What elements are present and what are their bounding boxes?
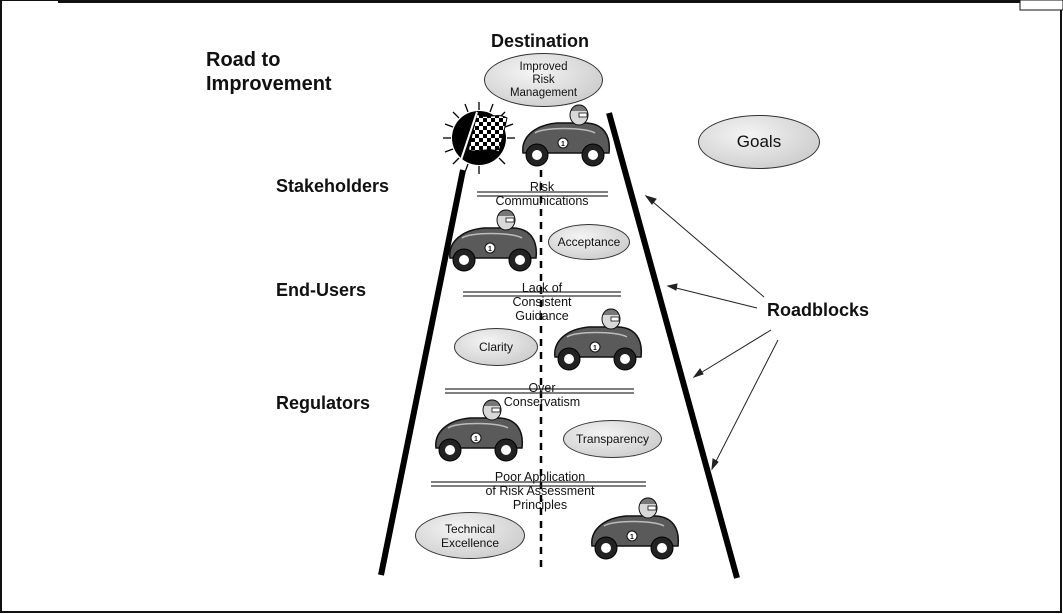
level-label-regulators: Regulators	[276, 393, 371, 413]
goals-legend-ellipse: Goals	[698, 115, 820, 169]
race-car-icon	[435, 399, 524, 462]
goal-transparency: Transparency	[563, 420, 662, 458]
level-label-end-users: End-Users	[276, 280, 367, 300]
roadblock-bar	[445, 388, 634, 394]
race-car-icon	[522, 104, 611, 167]
roadblock-risk-communications: Risk Communications	[495, 180, 589, 208]
road-left-edge	[378, 169, 466, 576]
arrowhead-icon	[644, 195, 657, 205]
level-label-stakeholders: Stakeholders	[276, 176, 390, 196]
roadblocks-label: Roadblocks	[767, 300, 870, 320]
roadblock-lack-of-guidance: Lack of Consistent Guidance	[512, 281, 572, 323]
roadblock-poor-application: Poor Application of Risk Assessment Prin…	[485, 470, 595, 512]
road-right-edge	[606, 112, 740, 579]
roadblock-bar	[431, 481, 646, 487]
roadblock-over-conservatism: Over Conservatism	[503, 381, 581, 409]
roadblock-arrow	[711, 339, 779, 470]
goal-technical-excellence: Technical Excellence	[415, 512, 525, 559]
roadblock-bar	[477, 191, 608, 197]
goal-clarity: Clarity	[454, 328, 538, 366]
destination-label: Destination	[491, 31, 590, 51]
diagram-title: Road to Improvement	[206, 49, 332, 95]
corner-tab	[1019, 0, 1063, 11]
goal-acceptance: Acceptance	[548, 224, 630, 260]
arrowhead-icon	[711, 458, 719, 471]
race-car-icon	[449, 209, 538, 272]
roadblock-arrow	[645, 195, 765, 298]
checkered-flag-icon	[443, 102, 515, 174]
arrowhead-icon	[692, 368, 704, 378]
roadblock-arrow	[667, 285, 758, 309]
arrowhead-icon	[666, 283, 678, 291]
destination-goal-ellipse: Improved Risk Management	[484, 53, 603, 107]
roadblock-arrow	[693, 329, 772, 378]
roadblock-bar	[463, 291, 621, 297]
